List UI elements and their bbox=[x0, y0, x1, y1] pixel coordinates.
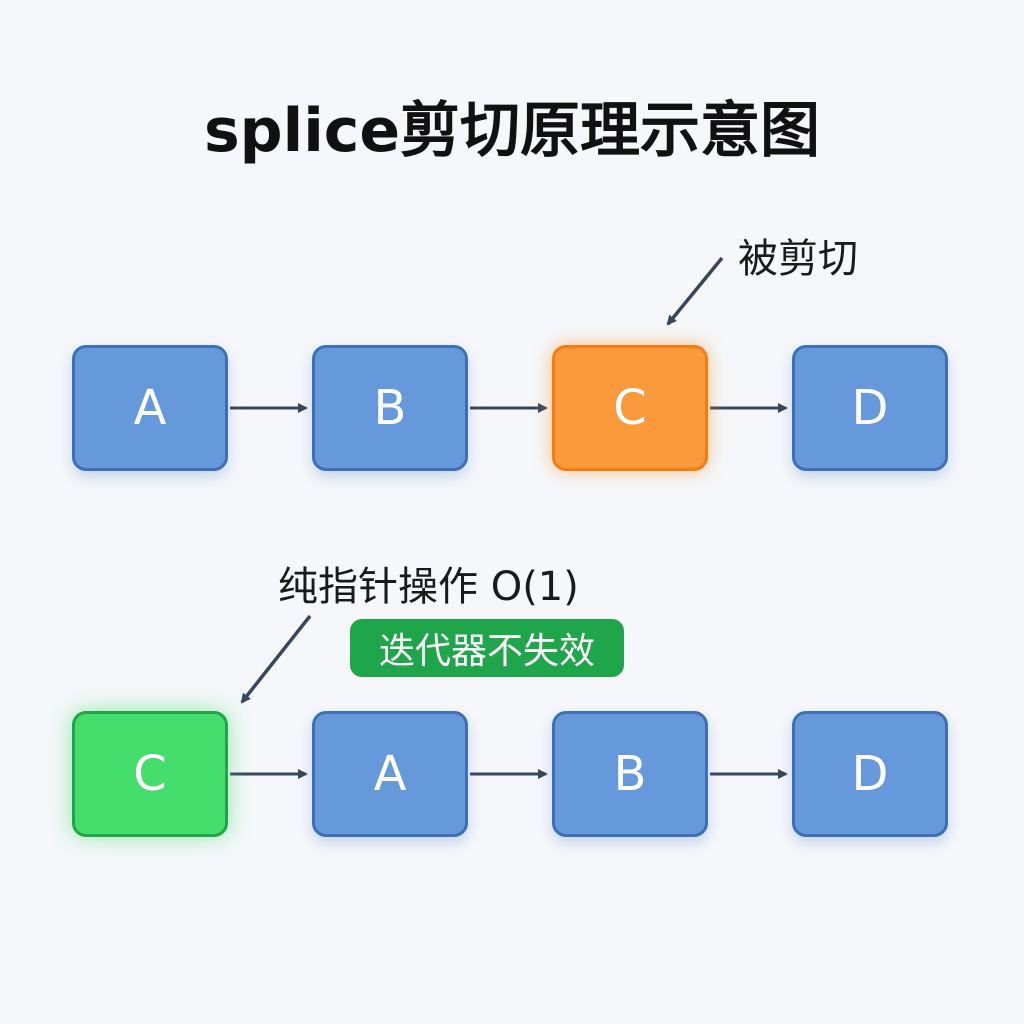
row1-node-3-cut: C bbox=[552, 345, 708, 471]
row2-node-2: A bbox=[312, 711, 468, 837]
row2-node-1-moved: C bbox=[72, 711, 228, 837]
row2-node-4: D bbox=[792, 711, 948, 837]
cut-annotation-label: 被剪切 bbox=[738, 236, 858, 282]
op-pointer-arrow bbox=[240, 614, 312, 704]
row1-node-4: D bbox=[792, 345, 948, 471]
op-annotation-label: 纯指针操作 O(1) bbox=[278, 564, 579, 610]
iterator-valid-badge: 迭代器不失效 bbox=[350, 619, 624, 677]
cut-pointer-arrow bbox=[666, 256, 724, 326]
row2-node-3: B bbox=[552, 711, 708, 837]
row1-node-1: A bbox=[72, 345, 228, 471]
row1-node-2: B bbox=[312, 345, 468, 471]
diagram-title: splice剪切原理示意图 bbox=[203, 96, 821, 166]
